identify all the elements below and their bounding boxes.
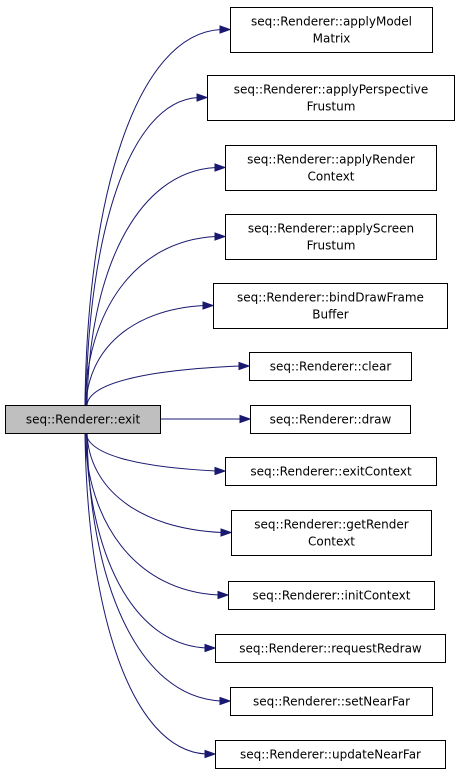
node-box <box>225 214 437 260</box>
node-draw[interactable]: seq::Renderer::draw <box>250 405 411 434</box>
node-box <box>249 352 412 381</box>
node-update-near-far[interactable]: seq::Renderer::updateNearFar <box>215 740 446 769</box>
arrowhead-icon <box>196 93 209 102</box>
node-box <box>230 7 433 53</box>
node-set-near-far[interactable]: seq::Renderer::setNearFar <box>230 687 433 716</box>
arrowhead-icon <box>204 643 217 653</box>
arrowhead-icon <box>214 466 227 476</box>
node-label: Buffer <box>312 308 348 322</box>
node-label: seq::Renderer::exitContext <box>250 465 412 479</box>
node-box <box>225 145 437 191</box>
arrowhead-icon <box>214 163 227 172</box>
arrowhead-icon <box>219 25 232 34</box>
node-label: seq::Renderer::draw <box>270 413 392 427</box>
edge-exit-context <box>85 432 217 472</box>
root-node[interactable]: seq::Renderer::exit <box>5 405 161 434</box>
node-exit-context[interactable]: seq::Renderer::exitContext <box>225 457 437 486</box>
edge-apply-screen-frustum <box>84 236 217 406</box>
nodes-layer: seq::Renderer::exit seq::Renderer::applyM… <box>5 7 455 769</box>
node-box <box>213 283 448 329</box>
node-box <box>228 581 435 610</box>
edges-layer <box>84 25 252 759</box>
node-label: seq::Renderer::setNearFar <box>253 695 410 709</box>
arrowhead-icon <box>204 749 217 759</box>
edge-apply-perspective-frustum <box>85 97 199 406</box>
edge-request-redraw <box>85 432 207 649</box>
node-label: Frustum <box>307 100 356 114</box>
node-box <box>225 457 437 486</box>
arrowhead-icon <box>202 301 215 310</box>
node-box <box>215 740 446 769</box>
node-box <box>250 405 411 434</box>
node-label: seq::Renderer::applyModel <box>251 15 412 29</box>
node-box <box>230 687 433 716</box>
edge-set-near-far <box>86 432 222 702</box>
node-label: seq::Renderer::requestRedraw <box>239 642 422 656</box>
node-label: seq::Renderer::initContext <box>253 589 411 603</box>
node-label: seq::Renderer::applyScreen <box>248 222 414 236</box>
node-box <box>215 634 446 663</box>
node-label: seq::Renderer::bindDrawFrame <box>237 291 424 305</box>
node-request-redraw[interactable]: seq::Renderer::requestRedraw <box>215 634 446 663</box>
node-box <box>207 75 455 121</box>
edge-apply-render-context <box>86 167 217 406</box>
node-label: seq::Renderer::applyRender <box>247 153 415 167</box>
node-label: seq::Renderer::updateNearFar <box>240 748 421 762</box>
node-label: seq::Renderer::getRender <box>254 518 408 532</box>
node-init-context[interactable]: seq::Renderer::initContext <box>228 581 435 610</box>
node-label: Frustum <box>307 239 356 253</box>
edge-get-render-context <box>86 432 223 533</box>
node-label: seq::Renderer::applyPerspective <box>234 83 429 97</box>
arrowhead-icon <box>220 528 233 537</box>
edge-clear <box>86 365 241 406</box>
node-label: seq::Renderer::exit <box>26 413 141 427</box>
arrowhead-icon <box>217 590 230 600</box>
edge-apply-model-matrix <box>84 29 222 406</box>
node-label: Context <box>307 170 354 184</box>
arrowhead-icon <box>239 414 252 424</box>
edge-update-near-far <box>84 432 207 755</box>
node-box <box>231 510 432 556</box>
arrowhead-icon <box>219 696 232 706</box>
arrowhead-icon <box>214 232 227 241</box>
node-label: Matrix <box>313 32 351 46</box>
node-clear[interactable]: seq::Renderer::clear <box>249 352 412 381</box>
node-label: seq::Renderer::clear <box>270 360 392 374</box>
node-label: Context <box>308 535 355 549</box>
arrowhead-icon <box>238 361 251 371</box>
edge-bind-draw-frame-buffer <box>85 305 205 406</box>
root-node-box <box>5 405 161 434</box>
